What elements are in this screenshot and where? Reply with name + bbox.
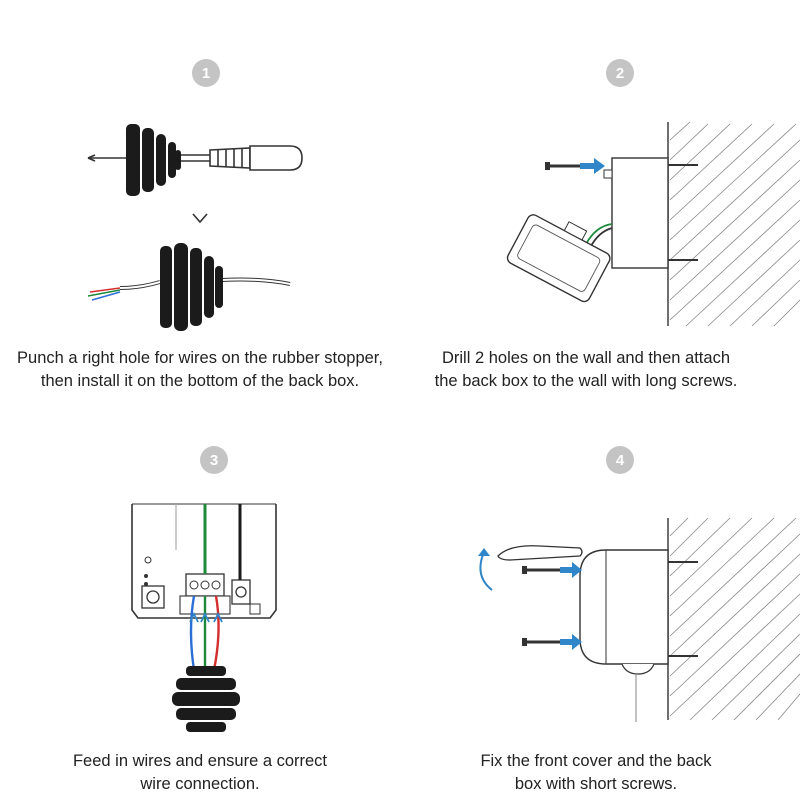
arrow-up-icon: [189, 611, 223, 623]
rubber-stopper-illustration: [87, 124, 303, 331]
assembled-device-icon: [579, 549, 669, 665]
caption-line: box with short screws.: [514, 775, 678, 793]
step-3-caption: Feed in wires and ensure a correct wire …: [0, 750, 400, 796]
step-1-caption: Punch a right hole for wires on the rubb…: [0, 347, 400, 393]
arrow-right-icon: [560, 562, 582, 650]
rotate-arrow-icon: [479, 551, 493, 591]
rubber-stopper-icon: [172, 666, 240, 732]
step-1-panel: 1: [0, 0, 400, 400]
step-2-caption: Drill 2 holes on the wall and then attac…: [386, 347, 786, 393]
rubber-stopper-bottom-icon: [160, 243, 223, 331]
wire-connection-illustration: [131, 503, 277, 732]
step-4-caption: Fix the front cover and the back box wit…: [396, 750, 796, 796]
step-badge-3: 3: [200, 446, 228, 474]
wall-hatch: [667, 121, 800, 327]
wall-screw-icon: [668, 164, 698, 261]
wire-bundle-icon: [87, 277, 291, 301]
caption-line: Fix the front cover and the back: [480, 752, 712, 770]
front-cover-lifted-icon: [497, 545, 583, 561]
caption-line: the back box to the wall with long screw…: [434, 372, 738, 390]
back-box-icon: [611, 157, 669, 269]
short-screw-icon: [522, 566, 560, 646]
step-3-panel: 3: [0, 400, 400, 800]
step-4-panel: 4: [400, 400, 800, 800]
step-2-panel: 2: [400, 0, 800, 400]
front-cover-illustration: [478, 517, 800, 722]
caption-line: Punch a right hole for wires on the rubb…: [17, 349, 383, 367]
caption-line: then install it on the bottom of the bac…: [40, 372, 360, 390]
rubber-stopper-top-icon: [126, 124, 181, 196]
wall-mount-illustration: [506, 121, 800, 327]
screwdriver-icon: [87, 145, 303, 171]
step-badge-4: 4: [606, 446, 634, 474]
wall-hatch: [667, 517, 800, 721]
caption-line: Drill 2 holes on the wall and then attac…: [441, 349, 730, 367]
caption-line: Feed in wires and ensure a correct: [72, 752, 328, 770]
front-cover-icon: [506, 214, 611, 303]
step-badge-1: 1: [192, 59, 220, 87]
chevron-down-icon: [192, 213, 208, 224]
wall-screw-icon: [668, 561, 698, 657]
step-badge-2: 2: [606, 59, 634, 87]
caption-line: wire connection.: [140, 775, 260, 793]
